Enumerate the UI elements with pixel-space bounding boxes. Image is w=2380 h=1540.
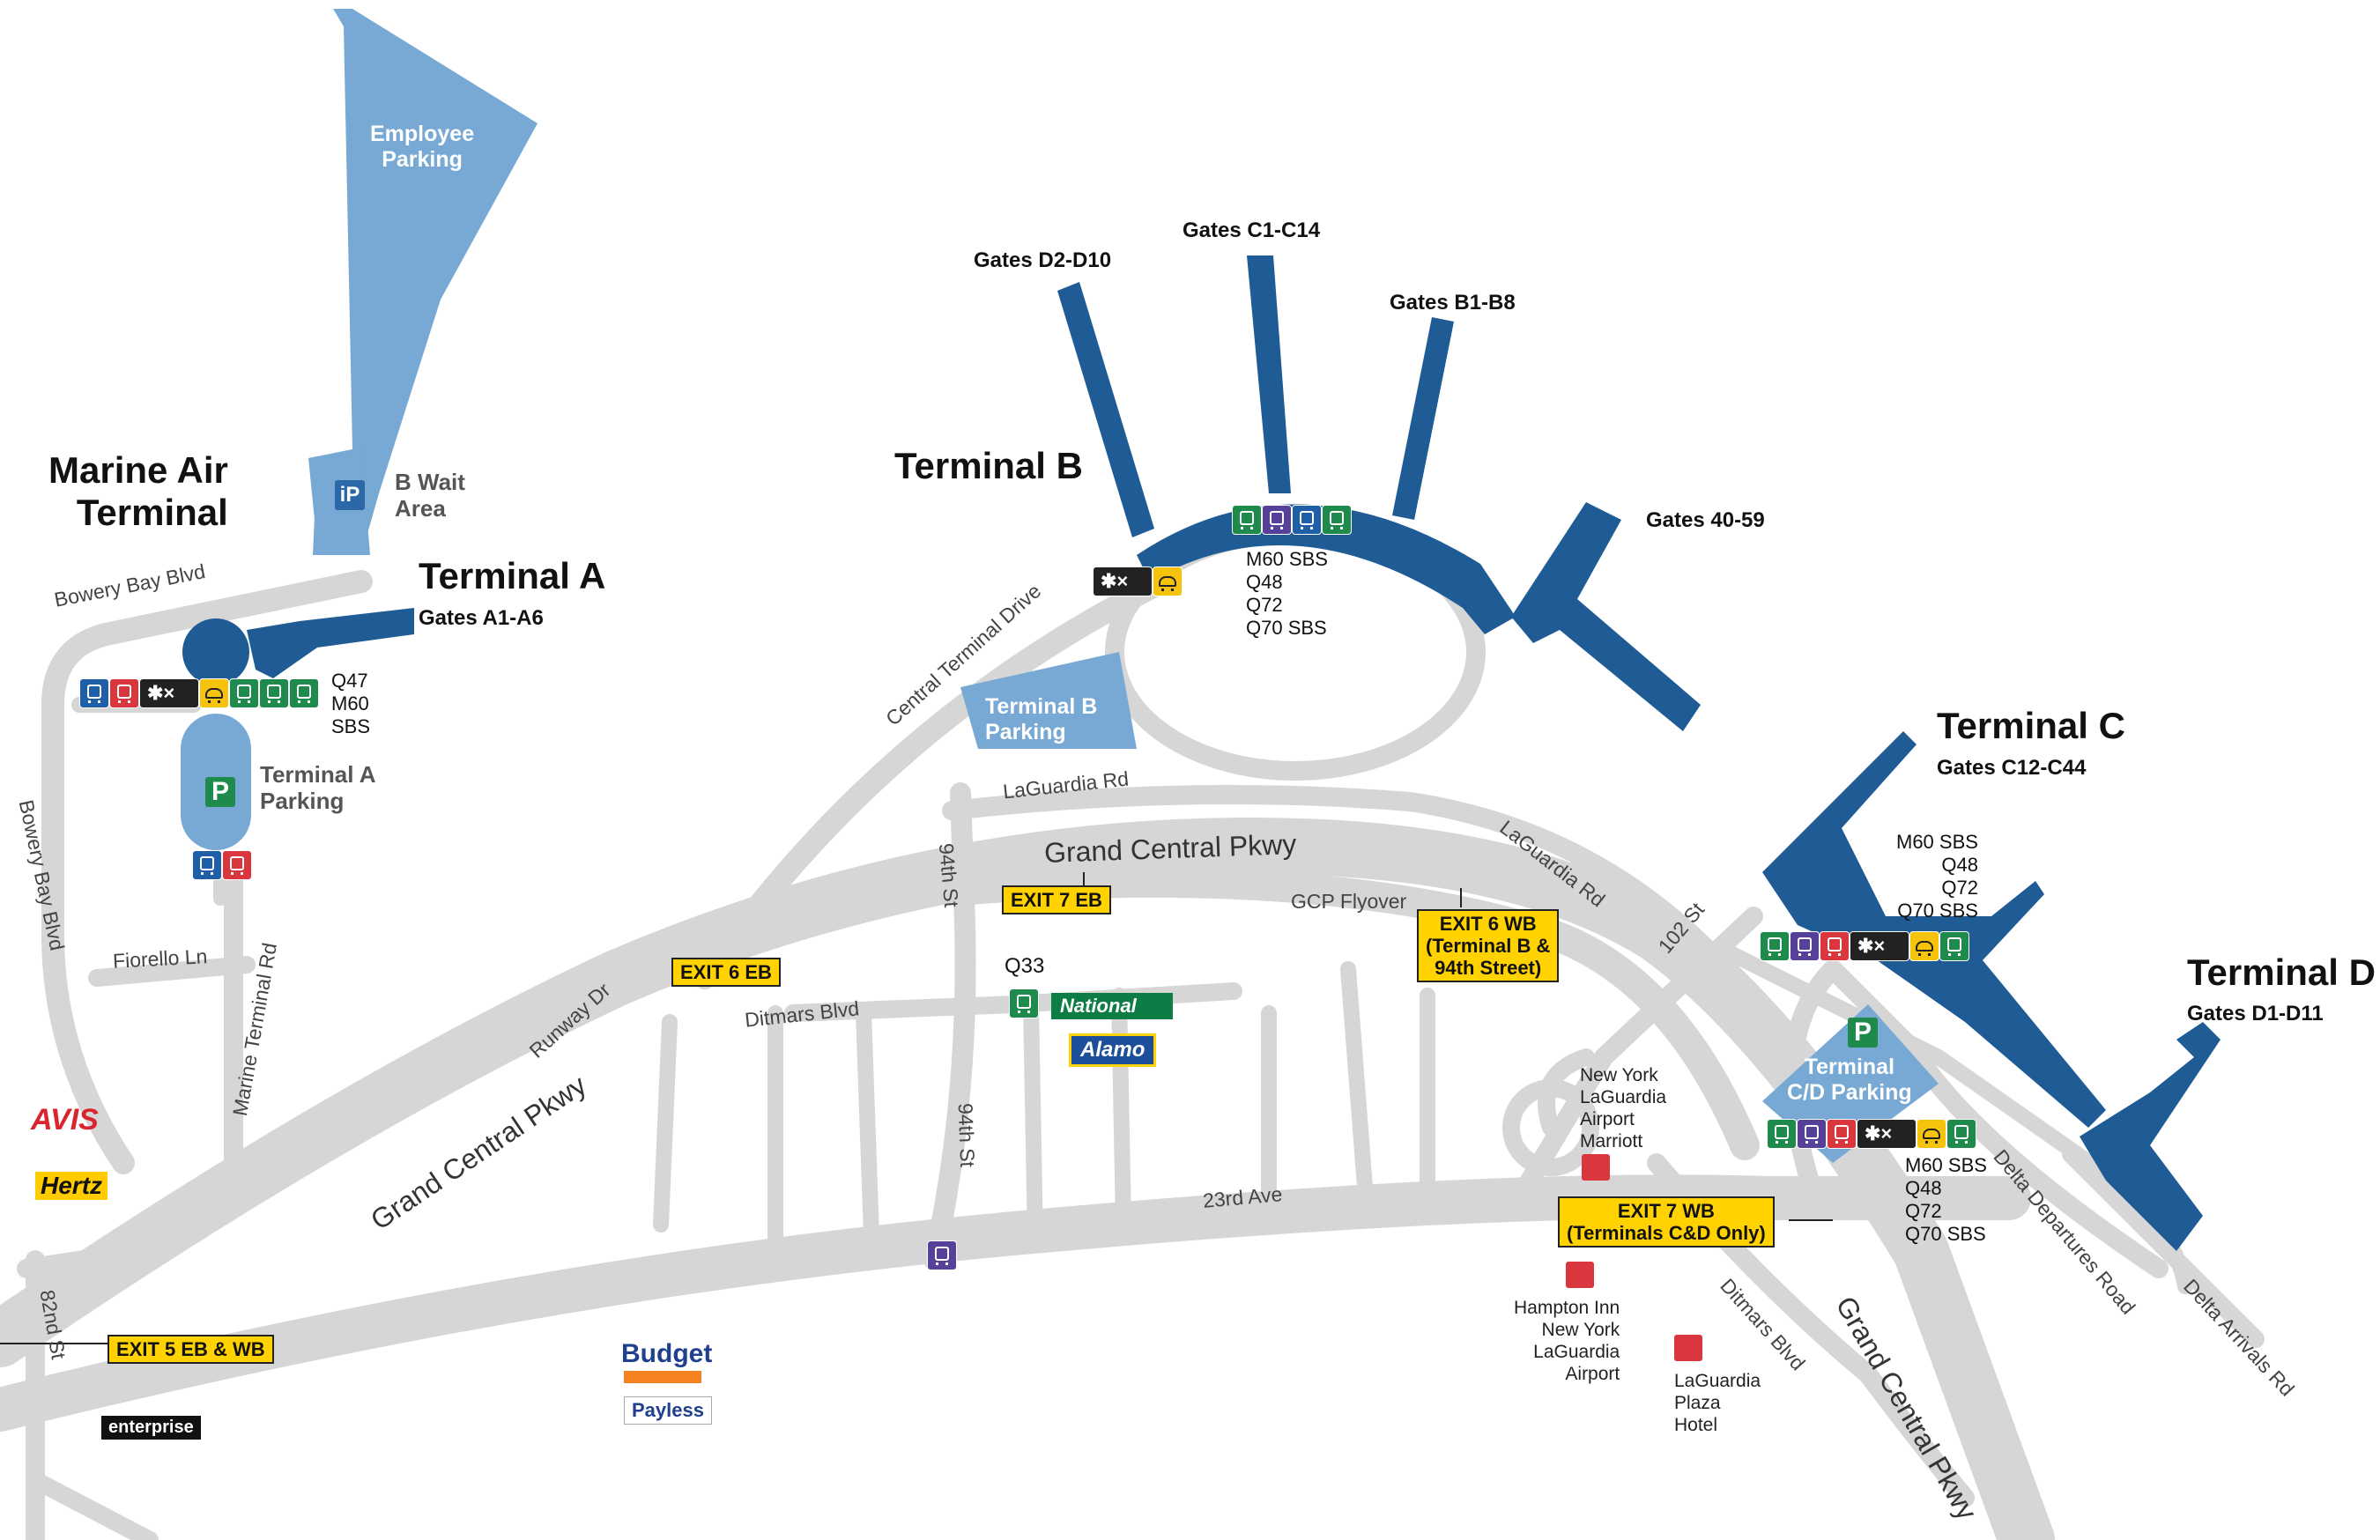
exit-6-eb-sign: EXIT 6 EB bbox=[671, 958, 781, 987]
terminal-buildings bbox=[182, 255, 2221, 1251]
shuttle-icon bbox=[1820, 931, 1850, 961]
bus-icon bbox=[192, 850, 222, 880]
exit-6-wb-sign: EXIT 6 WB (Terminal B & 94th Street) bbox=[1417, 909, 1560, 982]
shuttle-icon bbox=[1827, 1119, 1857, 1149]
ground-transport-icon: ✱× bbox=[1093, 566, 1153, 596]
terminal-cd-parking-label: Terminal C/D Parking bbox=[1787, 1055, 1912, 1105]
payless-logo: Payless bbox=[624, 1396, 712, 1425]
marriott-hotel-icon bbox=[1582, 1154, 1610, 1181]
gates-c12-c44-label: Gates C12-C44 bbox=[1937, 756, 2087, 780]
walk-icon: ✱× bbox=[1857, 935, 1886, 957]
gates-40-59-label: Gates 40-59 bbox=[1646, 508, 1765, 532]
terminal-c-bus-routes: M60 SBS Q48 Q72 Q70 SBS bbox=[1896, 831, 1978, 922]
employee-parking-lot bbox=[308, 9, 538, 555]
gcp-flyover-label: GCP Flyover bbox=[1291, 890, 1407, 913]
terminal-c-label: Terminal C bbox=[1937, 705, 2125, 746]
fiorello-ln-label: Fiorello Ln bbox=[112, 944, 208, 973]
plaza-hotel-icon bbox=[1674, 1335, 1702, 1361]
ground-transport-icon: ✱× bbox=[139, 678, 199, 708]
hampton-hotel-label: Hampton Inn New York LaGuardia Airport bbox=[1514, 1298, 1620, 1384]
terminal-b-bus-routes: M60 SBS Q48 Q72 Q70 SBS bbox=[1246, 548, 1328, 639]
terminal-d-bus-routes: M60 SBS Q48 Q72 Q70 SBS bbox=[1905, 1154, 1987, 1245]
gates-d2-d10-label: Gates D2-D10 bbox=[974, 248, 1112, 272]
shuttle-icon bbox=[222, 850, 252, 880]
bus-icon bbox=[259, 678, 289, 708]
hertz-logo: Hertz bbox=[35, 1172, 108, 1200]
terminal-a-bus-routes: Q47 M60 SBS bbox=[331, 670, 371, 737]
budget-logo: Budget bbox=[621, 1339, 713, 1368]
bus-icon bbox=[1232, 505, 1262, 535]
marine-air-terminal-label: Marine Air Terminal bbox=[48, 449, 228, 533]
national-logo: National bbox=[1051, 993, 1173, 1019]
94th-st-bottom-label: 94th St bbox=[953, 1102, 980, 1168]
exit-7-eb-sign: EXIT 7 EB bbox=[1002, 885, 1111, 914]
gates-c1-c14-label: Gates C1-C14 bbox=[1183, 218, 1321, 242]
taxi-icon bbox=[1917, 1119, 1946, 1149]
bus-icon bbox=[289, 678, 319, 708]
bus-stop-icon bbox=[927, 1240, 957, 1270]
terminal-d-label: Terminal D bbox=[2187, 951, 2376, 993]
taxi-icon bbox=[1153, 566, 1183, 596]
bus-icon bbox=[1292, 505, 1322, 535]
avis-logo: AVIS bbox=[31, 1103, 99, 1136]
marriott-hotel-label: New York LaGuardia Airport Marriott bbox=[1580, 1065, 1667, 1151]
bus-icon bbox=[79, 678, 109, 708]
exit-7-wb-sign: EXIT 7 WB (Terminals C&D Only) bbox=[1558, 1196, 1775, 1248]
bus-icon bbox=[1797, 1119, 1827, 1149]
bus-icon bbox=[1760, 931, 1790, 961]
hampton-hotel-icon bbox=[1566, 1262, 1594, 1288]
bus-icon bbox=[1790, 931, 1820, 961]
gates-d1-d11-label: Gates D1-D11 bbox=[2187, 1002, 2324, 1025]
terminal-c-building bbox=[1762, 731, 2106, 1128]
gates-b1-b8-label: Gates B1-B8 bbox=[1390, 291, 1516, 315]
exit-5-sign: EXIT 5 EB & WB bbox=[108, 1335, 274, 1364]
employee-parking-label: Employee Parking bbox=[370, 122, 475, 172]
bus-icon bbox=[1262, 505, 1292, 535]
gates-a-label: Gates A1-A6 bbox=[419, 606, 544, 630]
terminal-a-parking-label: Terminal A Parking bbox=[260, 761, 376, 814]
bus-icon bbox=[229, 678, 259, 708]
terminal-d-building bbox=[2080, 1022, 2221, 1251]
bus-icon bbox=[1946, 1119, 1976, 1149]
q33-bus-icon bbox=[1009, 988, 1039, 1018]
terminal-b-parking-label: Terminal B Parking bbox=[985, 694, 1098, 744]
enterprise-logo: enterprise bbox=[101, 1416, 201, 1440]
b-wait-parking-icon: iP bbox=[335, 480, 365, 510]
budget-swoosh bbox=[624, 1371, 701, 1383]
walk-icon: ✱× bbox=[1865, 1122, 1893, 1144]
taxi-icon bbox=[199, 678, 229, 708]
terminal-b-label: Terminal B bbox=[894, 445, 1083, 486]
q33-bus-route: Q33 bbox=[1005, 954, 1045, 978]
ground-transport-icon: ✱× bbox=[1857, 1119, 1917, 1149]
ground-transport-icon: ✱× bbox=[1850, 931, 1909, 961]
b-wait-area-label: B Wait Area bbox=[395, 469, 465, 522]
terminal-b-concourse bbox=[1137, 504, 1516, 634]
terminal-cd-parking-icon: P bbox=[1848, 1018, 1878, 1048]
shuttle-icon bbox=[109, 678, 139, 708]
terminal-a-parking-icon: P bbox=[205, 777, 235, 807]
terminal-a-label: Terminal A bbox=[419, 555, 606, 596]
terminal-b-parking-lot bbox=[960, 652, 1137, 749]
hotel-icons bbox=[1566, 1154, 1702, 1361]
marine-air-terminal-building bbox=[182, 618, 249, 685]
bus-icon bbox=[1322, 505, 1352, 535]
terminal-a-building bbox=[247, 608, 414, 678]
alamo-logo: Alamo bbox=[1069, 1033, 1157, 1067]
bus-icon bbox=[1939, 931, 1969, 961]
plaza-hotel-label: LaGuardia Plaza Hotel bbox=[1674, 1371, 1761, 1435]
bus-icon bbox=[1767, 1119, 1797, 1149]
walk-icon: ✱× bbox=[1101, 570, 1129, 592]
walk-icon: ✱× bbox=[147, 682, 175, 704]
taxi-icon bbox=[1909, 931, 1939, 961]
